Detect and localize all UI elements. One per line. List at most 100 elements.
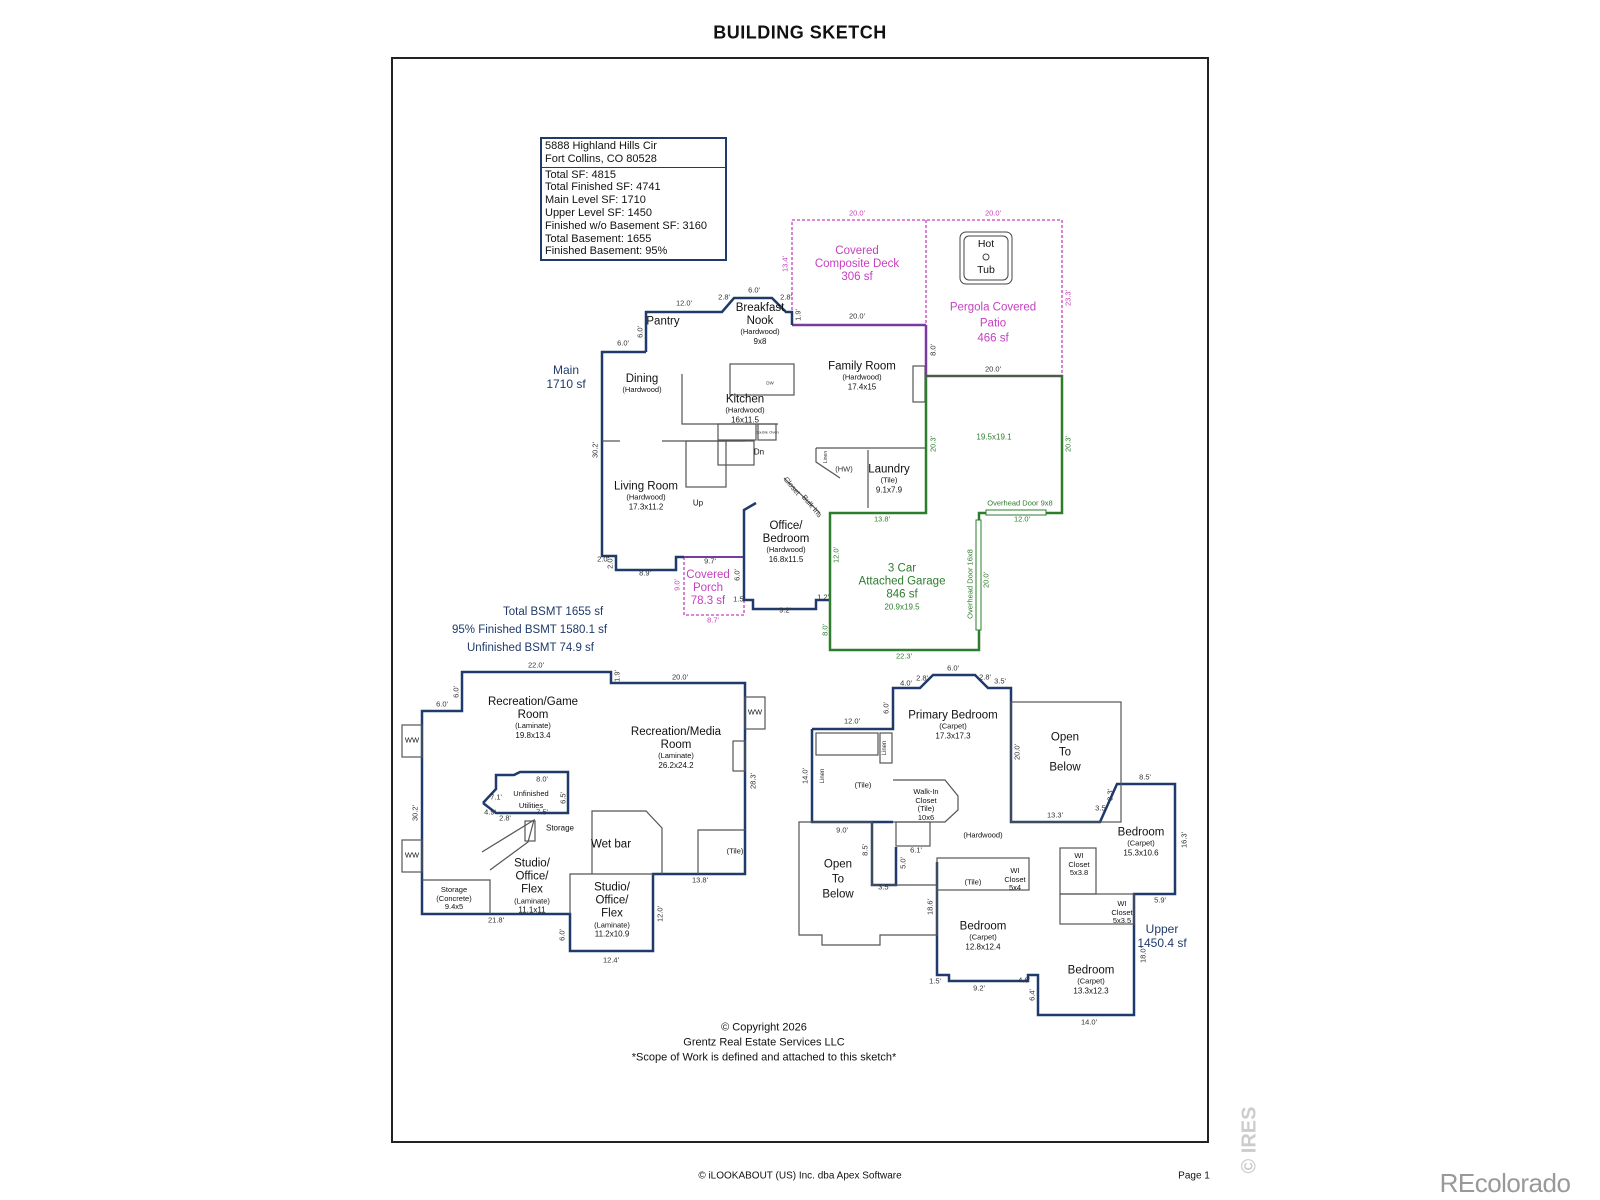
room-name: Family Room <box>828 360 896 373</box>
dim: 13.4' <box>780 255 790 273</box>
room-name: Porch <box>692 582 724 595</box>
room-area: 466 sf <box>977 332 1009 345</box>
dim: 6.0' <box>732 569 742 581</box>
room-name: Covered <box>686 569 730 582</box>
room-name: Storage <box>440 885 468 895</box>
room-name: WI <box>1074 851 1084 861</box>
room-walk-in-closet: Walk-In Closet (Tile) 10x6 <box>913 787 938 823</box>
main-interior-walls <box>602 363 926 514</box>
room-kitchen: Kitchen (Hardwood) 16x11.5 <box>725 393 764 424</box>
room-area: 78.3 sf <box>690 595 726 608</box>
room-dims: 5x4 <box>1008 883 1022 893</box>
room-name: Kitchen <box>725 393 765 406</box>
dim: 6.0' <box>451 686 461 698</box>
room-name: Open <box>823 858 853 871</box>
dim: 8.9' <box>639 568 651 578</box>
main-level-walls <box>600 296 830 611</box>
room-name: Below <box>1049 761 1081 774</box>
dim: 12.0' <box>675 298 693 308</box>
dim: 22.3' <box>895 651 913 661</box>
dim: 9.2' <box>973 983 985 993</box>
room-name: Below <box>822 888 854 901</box>
room-name: Bedroom <box>959 920 1007 933</box>
dim: 8.0' <box>928 344 938 356</box>
room-dims: 11.2x10.9 <box>594 929 630 939</box>
room-name: Utilities <box>518 801 544 810</box>
room-garage: 3 Car Attached Garage 846 sf 20.9x19.5 <box>859 563 946 612</box>
dim: 2.8' <box>916 673 928 683</box>
room-name: Patio <box>979 317 1007 330</box>
hot-tub-jet <box>982 253 990 261</box>
hot-tub-label-1: Hot <box>977 237 995 250</box>
room-floor: (Carpet) <box>939 721 967 731</box>
dim: 13.3' <box>1046 810 1064 820</box>
dim: 6.0' <box>557 929 567 941</box>
room-name: To <box>831 873 845 886</box>
dim: 6.0' <box>947 663 959 673</box>
stairs-down-label: Dn <box>753 447 765 457</box>
dim: 3.3' <box>1105 789 1115 801</box>
room-covered-deck: Covered Composite Deck 306 sf <box>815 245 899 285</box>
room-name: Closet <box>1004 874 1026 884</box>
room-pergola-patio: Pergola Covered Patio 466 sf <box>950 301 1036 348</box>
dim: 20.0' <box>984 364 1002 374</box>
dim: 13.8' <box>873 514 891 524</box>
room-unfinished-utilities: Unfinished Utilities <box>513 788 548 812</box>
room-floor: (Laminate) <box>658 751 694 761</box>
room-dims: 15.3x10.6 <box>1123 848 1159 858</box>
info-total-finished-sf: Total Finished SF: 4741 <box>545 181 661 194</box>
room-dims: 5x3.8 <box>1069 868 1089 878</box>
room-name: Studio/ <box>514 857 550 870</box>
linen-label: Linen <box>823 450 829 464</box>
room-name: Office/ <box>515 870 549 883</box>
room-dims: 16.8x11.5 <box>768 554 804 564</box>
room-floor: (Laminate) <box>514 895 550 905</box>
software-credit: © iLOOKABOUT (US) Inc. dba Apex Software <box>698 1170 902 1182</box>
dim: 23.3' <box>1063 289 1073 307</box>
level-name: Main <box>552 363 579 378</box>
room-dims: 17.3x11.2 <box>628 502 664 512</box>
dim: 12.0' <box>655 905 665 923</box>
copyright-line: © Copyright 2026 <box>721 1021 807 1034</box>
room-dims: 11.1x11 <box>518 905 546 915</box>
room-floor: (Laminate) <box>594 919 630 929</box>
room-bedroom-4: Bedroom (Carpet) 13.3x12.3 <box>1068 964 1115 995</box>
dim: 7.5' <box>536 807 548 817</box>
dim: 1.5' <box>733 594 745 604</box>
dim: 4.9' <box>484 807 496 817</box>
window-well: WW <box>404 735 420 745</box>
room-name: Closet <box>1111 907 1133 917</box>
dim: 20.0' <box>1012 743 1022 761</box>
room-floor: (Hardwood) <box>740 327 780 337</box>
dim: 20.0' <box>984 208 1002 218</box>
room-name: Flex <box>521 883 543 896</box>
dim: 22.0' <box>527 660 545 670</box>
hallway-floor: (Hardwood) <box>963 830 1003 840</box>
room-name: Attached Garage <box>858 575 946 588</box>
room-name: Bedroom <box>1067 964 1115 977</box>
room-floor: (Tile) <box>917 804 935 813</box>
room-name: Closet <box>1068 859 1090 869</box>
company-line: Grentz Real Estate Services LLC <box>683 1036 845 1049</box>
double-oven-label: Double Oven <box>755 429 779 435</box>
room-family: Family Room (Hardwood) 17.4x15 <box>828 360 896 391</box>
room-name: Recreation/Media <box>630 725 722 738</box>
basement-interior <box>401 696 766 914</box>
info-main-level-sf: Main Level SF: 1710 <box>545 194 646 207</box>
room-recreation-media: Recreation/Media Room (Laminate) 26.2x24… <box>631 726 721 770</box>
info-total-sf: Total SF: 4815 <box>545 168 616 181</box>
dim: 6.1' <box>910 845 922 855</box>
room-dims: 20.9x19.5 <box>884 602 920 612</box>
room-dims: 13.3x12.3 <box>1073 986 1109 996</box>
upper-interior <box>798 701 1135 946</box>
dim: 12.0' <box>831 546 841 564</box>
room-name: WI <box>1010 866 1020 876</box>
room-name: Nook <box>746 315 774 328</box>
dim: 14.0' <box>800 767 810 785</box>
dim: 6.0' <box>635 326 645 338</box>
dim: 4.0' <box>900 678 912 688</box>
dim: 12.0' <box>1013 514 1031 524</box>
page-title: BUILDING SKETCH <box>713 22 887 43</box>
hot-tub-label-2: Tub <box>977 263 995 276</box>
room-recreation-game: Recreation/Game Room (Laminate) 19.8x13.… <box>488 696 578 740</box>
